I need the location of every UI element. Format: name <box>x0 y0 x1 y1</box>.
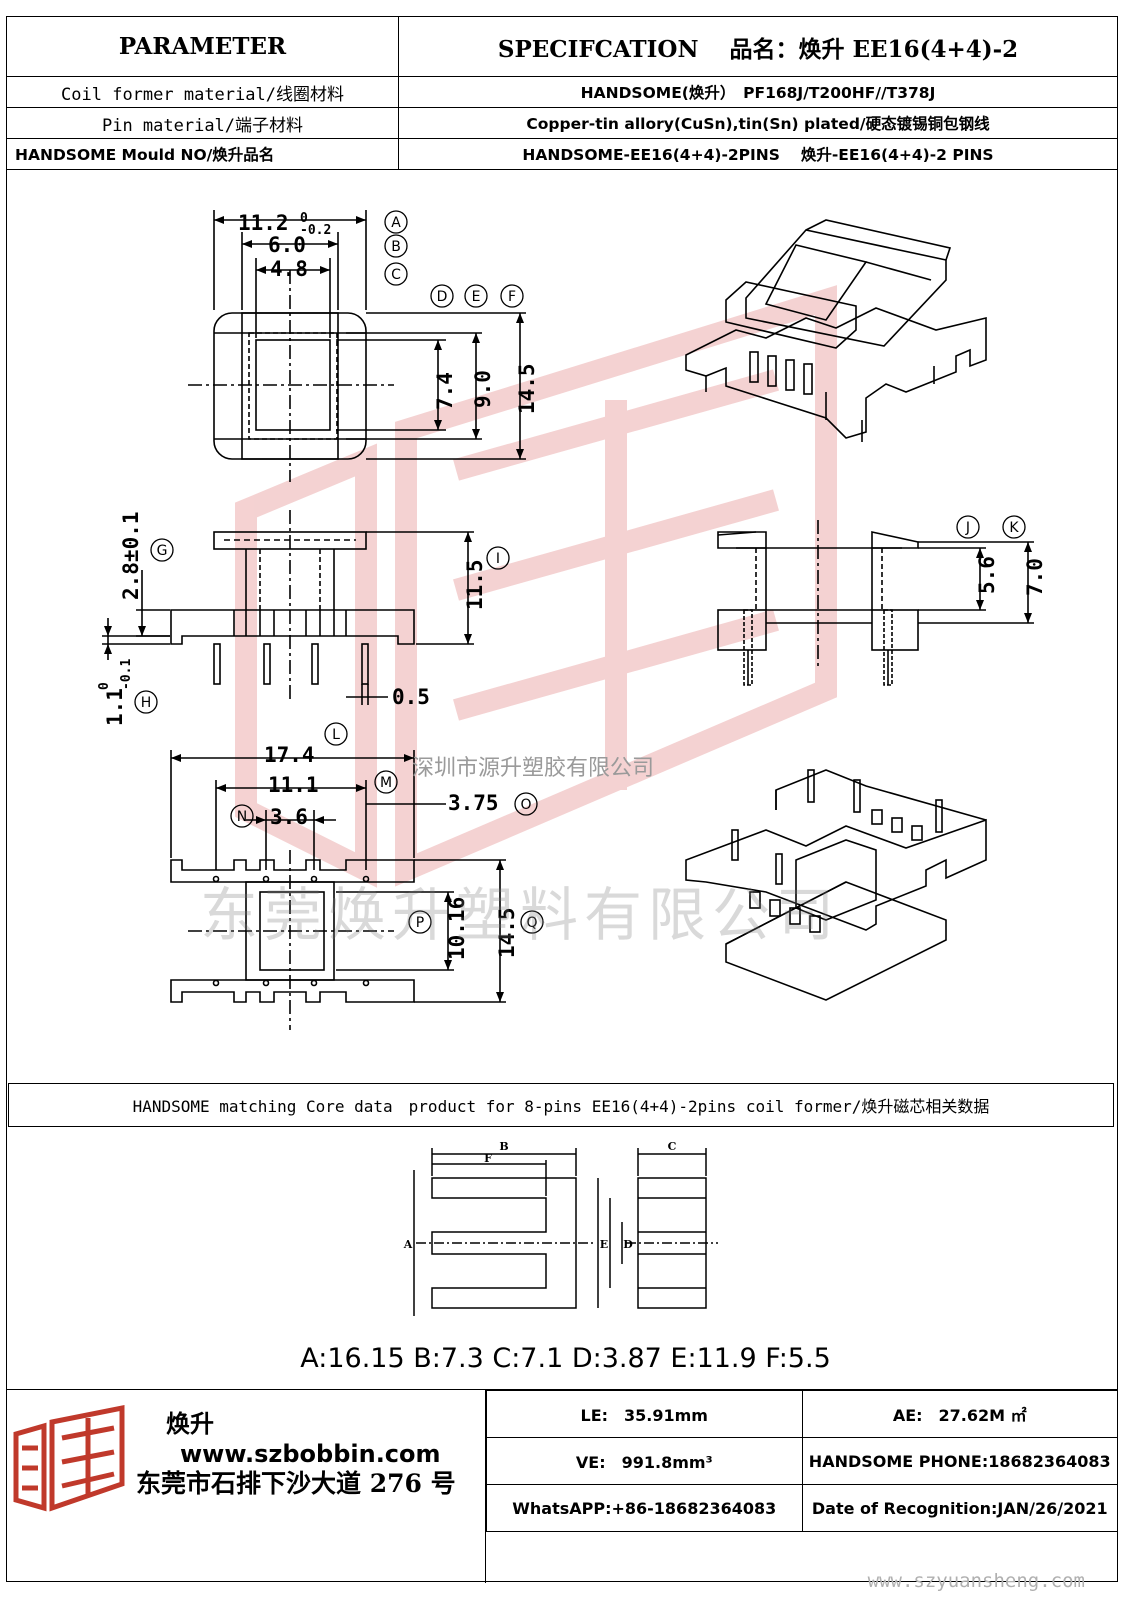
date-value: Date of Recognition:JAN/26/2021 <box>801 1484 1118 1532</box>
dim-a-tol-dn: -0.2 <box>300 223 331 238</box>
ae-value: AE: 27.62M ㎡ <box>801 1390 1118 1438</box>
coil-material-label: Coil former material/线圈材料 <box>6 76 399 108</box>
letter-f: F <box>508 289 516 305</box>
core-label-e: E <box>600 1238 608 1251</box>
pin-material-value: Copper-tin allory(CuSn),tin(Sn) plated/硬… <box>398 107 1118 139</box>
spec-title: SPECIFCATION 品名：焕升 EE16(4+4)-2 <box>398 16 1118 77</box>
whatsapp-value: WhatsAPP:+86-18682364083 <box>486 1484 803 1532</box>
dim-d: 7.4 <box>433 372 457 410</box>
company-address: 东莞市石排下沙大道 276 号 <box>136 1469 456 1498</box>
dim-h-up: 0 <box>97 682 112 690</box>
letter-k: K <box>1009 520 1019 536</box>
phone-value: HANDSOME PHONE:18682364083 <box>801 1437 1118 1485</box>
mould-no-label: HANDSOME Mould NO/焕升品名 <box>6 138 399 170</box>
letter-e: E <box>472 289 481 305</box>
dim-b: 6.0 <box>268 233 306 257</box>
dim-o: 3.75 <box>448 791 499 815</box>
dim-m: 11.1 <box>268 773 319 797</box>
param-title: PARAMETER <box>6 16 399 77</box>
coil-material-value: HANDSOME(焕升） PF168J/T200HF//T378J <box>398 76 1118 108</box>
letter-n: N <box>237 809 247 825</box>
letter-q: Q <box>526 915 537 931</box>
core-label-d: D <box>623 1238 633 1251</box>
core-drawing: B F C A E D <box>403 1140 718 1316</box>
dim-q: 14.5 <box>495 907 519 958</box>
core-label-b: B <box>499 1140 508 1153</box>
dim-k: 7.0 <box>1023 558 1047 596</box>
letter-h: H <box>141 695 152 711</box>
website-link[interactable]: www.szbobbin.com <box>180 1440 441 1468</box>
letter-i: I <box>496 551 500 567</box>
dim-l: 17.4 <box>264 743 315 767</box>
letter-b: B <box>391 239 401 255</box>
letter-a: A <box>391 215 401 231</box>
spec-header-table: PARAMETER SPECIFCATION 品名：焕升 EE16(4+4)-2… <box>6 16 1118 170</box>
watermark-logo <box>235 285 837 888</box>
dim-arrows <box>104 216 1032 1002</box>
technical-drawing: 11.2 0 -0.2 6.0 4.8 7.4 9.0 14.5 2.8±0.1… <box>97 210 1047 1030</box>
dim-f: 14.5 <box>515 363 539 414</box>
dim-a: 11.2 <box>238 211 289 235</box>
dim-c: 4.8 <box>270 257 308 281</box>
company-logo <box>13 1404 125 1512</box>
letter-o: O <box>520 797 531 813</box>
core-label-a: A <box>403 1238 413 1251</box>
dim-h: 1.1 <box>103 688 127 726</box>
dim-p: 10.16 <box>445 897 469 960</box>
core-section-title: HANDSOME matching Core data product for … <box>8 1083 1114 1127</box>
dim-g: 2.8±0.1 <box>119 511 143 600</box>
bottom-view <box>170 750 506 1030</box>
top-view <box>188 210 526 482</box>
ve-value: VE: 991.8mm³ <box>486 1437 803 1485</box>
core-values: A:16.15 B:7.3 C:7.1 D:3.87 E:11.9 F:5.5 <box>300 1343 831 1374</box>
letter-c: C <box>391 267 401 283</box>
core-label-c: C <box>668 1140 677 1153</box>
letter-l: L <box>332 727 340 743</box>
side-view <box>717 520 1034 686</box>
watermark-company-small: 深圳市源升塑胶有限公司 <box>412 756 655 781</box>
watermark-url: www.szyuansheng.com <box>867 1570 1085 1592</box>
dim-n: 3.6 <box>270 805 308 829</box>
letter-m: M <box>380 775 392 791</box>
core-label-f: F <box>484 1152 492 1165</box>
footer: 焕升 www.szbobbin.com 东莞市石排下沙大道 276 号 LE: … <box>6 1389 1118 1583</box>
iso-view-top <box>685 219 987 442</box>
watermark-company-big: 东莞焕升塑料有限公司 <box>200 881 841 949</box>
letter-j: J <box>965 520 970 536</box>
pin-material-label: Pin material/端子材料 <box>6 107 399 139</box>
letter-p: P <box>416 915 424 931</box>
dim-j: 5.6 <box>975 556 999 594</box>
dim-a-tol-up: 0 <box>300 211 308 226</box>
brand-line: 焕升 www.szbobbin.com <box>166 1404 485 1468</box>
dim-e: 9.0 <box>471 370 495 408</box>
dim-i: 11.5 <box>463 559 487 610</box>
letter-d: D <box>437 289 448 305</box>
front-view <box>102 510 474 705</box>
dim-pin: 0.5 <box>392 685 430 709</box>
le-value: LE: 35.91mm <box>486 1390 803 1438</box>
letter-g: G <box>157 543 168 559</box>
core-params-table: LE: 35.91mm AE: 27.62M ㎡ VE: 991.8mm³ HA… <box>486 1390 1118 1532</box>
brand-block: 焕升 www.szbobbin.com 东莞市石排下沙大道 276 号 <box>6 1390 486 1583</box>
iso-view-bottom <box>685 769 987 1001</box>
brand-name: 焕升 <box>166 1409 214 1438</box>
dim-h-dn: -0.1 <box>119 659 134 690</box>
mould-no-value: HANDSOME-EE16(4+4)-2PINS 焕升-EE16(4+4)-2 … <box>398 138 1118 170</box>
